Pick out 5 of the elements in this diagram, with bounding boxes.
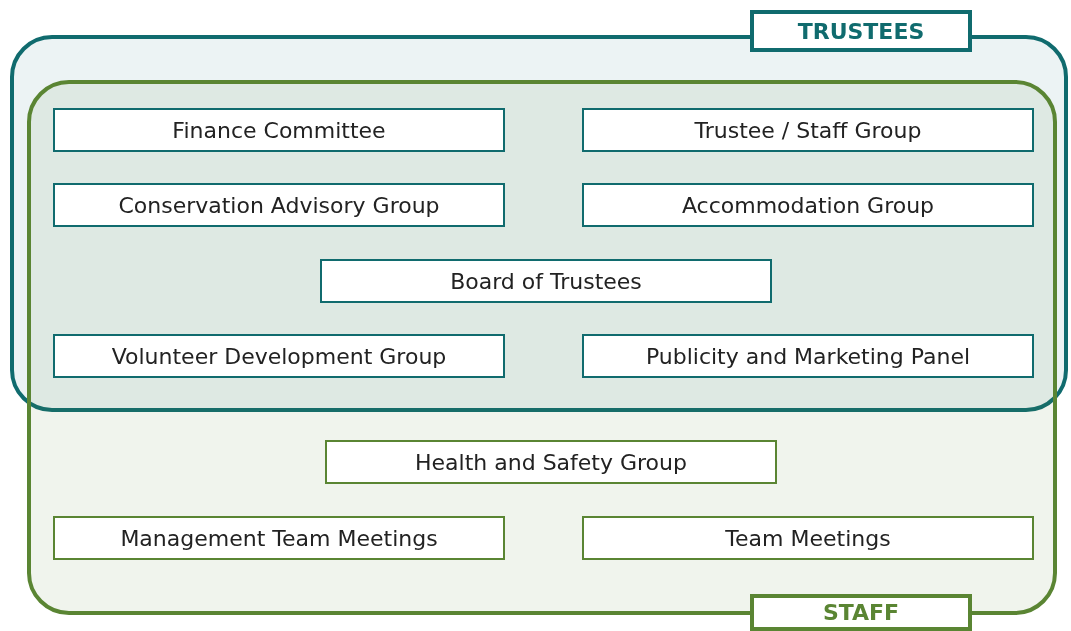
group-box: Health and Safety Group (325, 440, 777, 484)
group-box: Team Meetings (582, 516, 1034, 560)
group-heading: TRUSTEES (750, 10, 972, 52)
group-box: Management Team Meetings (53, 516, 505, 560)
group-heading: STAFF (750, 594, 972, 631)
